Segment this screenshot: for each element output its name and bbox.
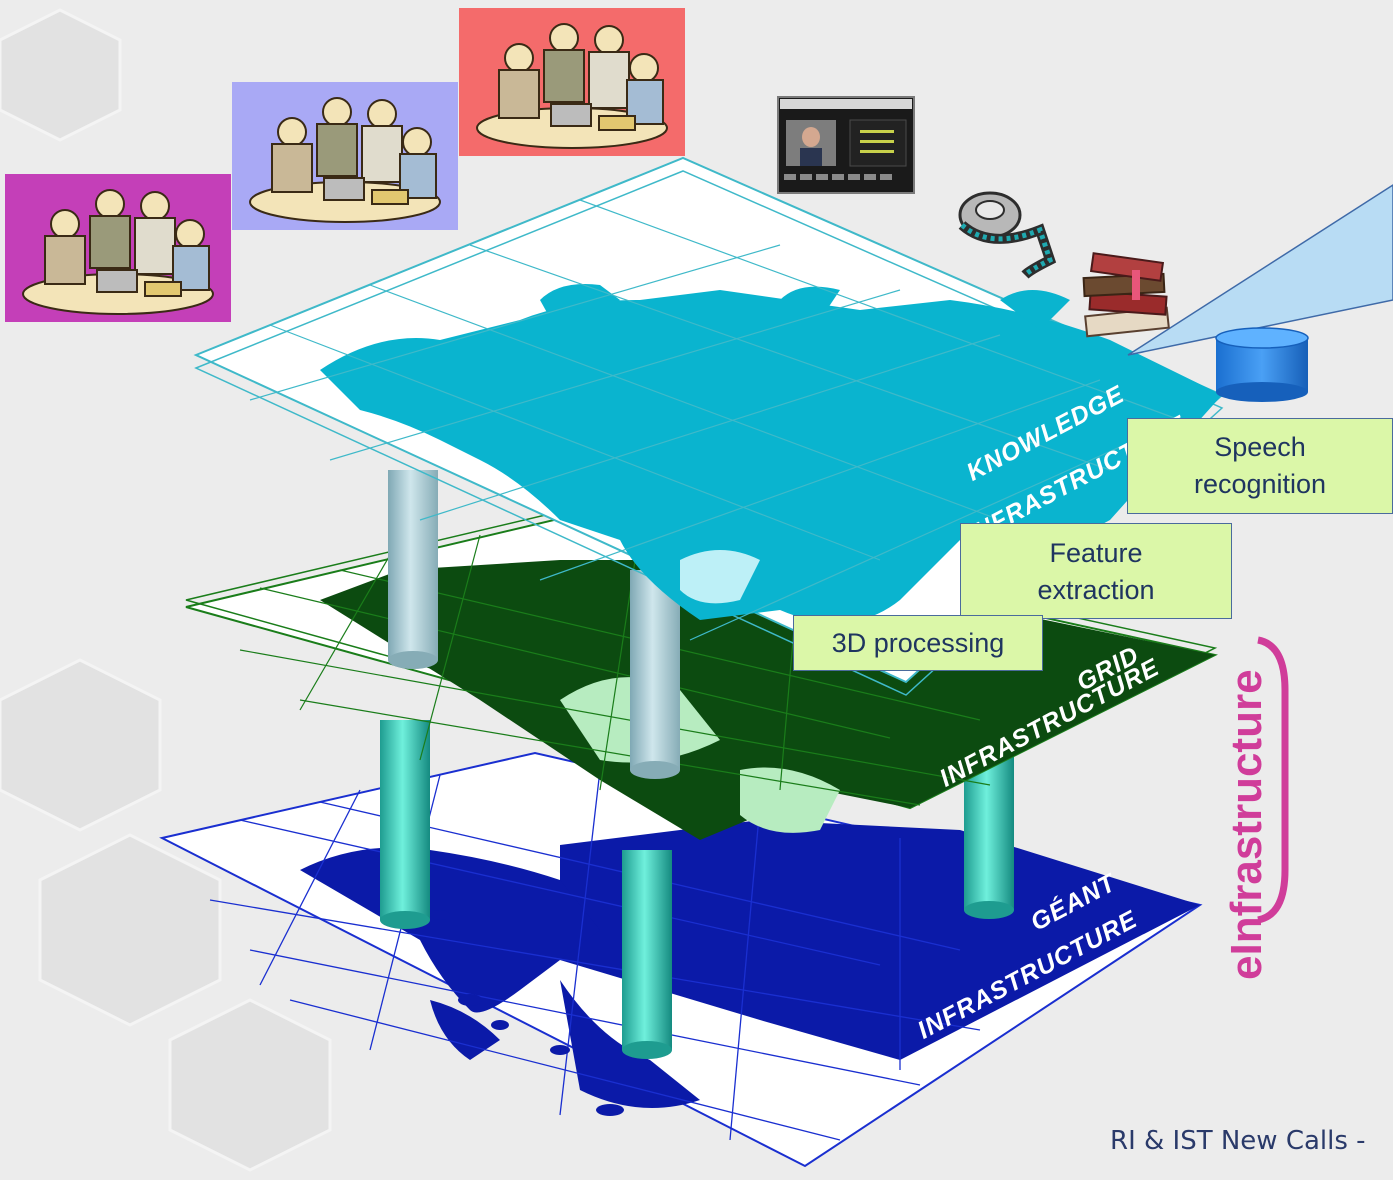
people-figures [22,23,668,315]
database-icon [1215,327,1309,402]
background-hexagons [0,8,332,1172]
film-reel-icon [958,191,1057,279]
einfrastructure-label: eInfrastructure [1222,669,1271,980]
grid-knowledge-pillars [388,470,680,779]
video-screen-icon [777,96,915,194]
books-icon [1082,252,1170,338]
3d-processing-box: 3D processing [793,615,1043,671]
einfrastructure-bracket [1257,636,1289,924]
footer-text: RI & IST New Calls - [1110,1126,1366,1156]
3d-processing-label: 3D processing [831,628,1005,658]
